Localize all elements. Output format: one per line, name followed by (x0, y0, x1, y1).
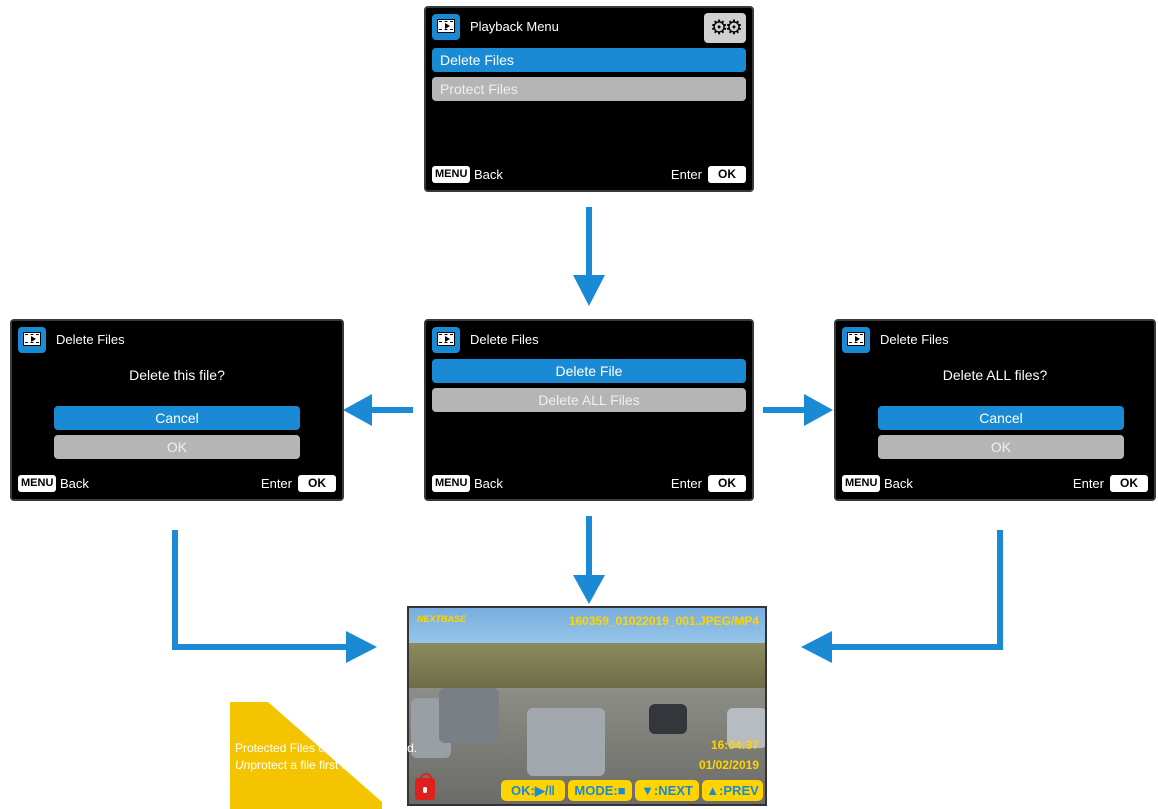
screen-title: Delete Files (56, 332, 125, 347)
car-left-2 (439, 688, 499, 743)
menu-item-delete-all-files[interactable]: Delete ALL Files (432, 388, 746, 412)
cancel-button[interactable]: Cancel (54, 406, 300, 430)
next-control[interactable]: ▼:NEXT (635, 780, 699, 801)
hillside (409, 643, 765, 688)
video-date: 01/02/2019 (698, 758, 759, 772)
arrowhead-into-video-right (801, 631, 832, 663)
ok-button[interactable]: OK (708, 166, 746, 183)
screen-footer: MENU Back Enter OK (842, 475, 1148, 493)
note-line-2: Unprotect a file first to delete it. (235, 757, 417, 774)
play-pause-control[interactable]: OK:▶/‖ (501, 780, 565, 801)
confirm-ok-button[interactable]: OK (54, 435, 300, 459)
arrow-right-to-video (830, 530, 1003, 650)
video-playback-screen: NEXTBASE 160359_01022019_001.JPEG/MP4 16… (407, 606, 767, 806)
playback-film-icon (18, 327, 46, 353)
screen-header: Delete Files (432, 327, 746, 357)
cancel-button[interactable]: Cancel (878, 406, 1124, 430)
menu-button[interactable]: MENU (432, 475, 471, 492)
playback-film-icon (432, 327, 460, 353)
lock-icon (415, 773, 435, 800)
confirm-question: Delete ALL files? (942, 367, 1048, 383)
enter-label: Enter (1072, 476, 1104, 491)
note-banner (230, 702, 382, 809)
arrowhead-left (343, 394, 372, 426)
screen-header: Delete Files (842, 327, 1148, 357)
menu-item-delete-files[interactable]: Delete Files (432, 48, 746, 72)
menu-button[interactable]: MENU (18, 475, 57, 492)
enter-label: Enter (260, 476, 292, 491)
arrowhead-into-video-left (346, 631, 377, 663)
nextbase-logo: NEXTBASE (417, 614, 467, 624)
car-right-1 (649, 704, 687, 734)
menu-button[interactable]: MENU (432, 166, 471, 183)
note-line-1: Protected Files cannot be deleted. (235, 741, 418, 755)
mode-stop-control[interactable]: MODE:■ (568, 780, 632, 801)
note-text: Protected Files cannot be deleted. Unpro… (235, 740, 417, 774)
playback-film-icon (432, 14, 460, 40)
ok-button[interactable]: OK (298, 475, 336, 492)
menu-item-delete-file[interactable]: Delete File (432, 359, 746, 383)
screen-footer: MENU Back Enter OK (432, 166, 746, 184)
arrow-left-to-video (172, 530, 348, 650)
screen-header: Playback Menu ⚙⚙ (432, 13, 746, 44)
screen-footer: MENU Back Enter OK (18, 475, 336, 493)
car-center (527, 708, 605, 776)
delete-files-screen: Delete Files Delete File Delete ALL File… (424, 319, 754, 501)
screen-title: Delete Files (880, 332, 949, 347)
video-time: 16:04:37 (710, 738, 759, 752)
back-label: Back (60, 476, 89, 491)
delete-all-confirm-screen: Delete Files Delete ALL files? Cancel OK… (834, 319, 1156, 501)
arrowhead-down-1 (573, 275, 605, 306)
prev-control[interactable]: ▲:PREV (702, 780, 763, 801)
back-label: Back (884, 476, 913, 491)
ok-button[interactable]: OK (1110, 475, 1148, 492)
note-line-2-prefix: Un (235, 758, 251, 772)
arrowhead-down-2 (573, 575, 605, 604)
back-label: Back (474, 476, 503, 491)
gears-icon[interactable]: ⚙⚙ (704, 13, 746, 43)
playback-film-icon (842, 327, 870, 353)
note-line-2-rest: protect a file first to delete it. (250, 758, 401, 772)
screen-footer: MENU Back Enter OK (432, 475, 746, 493)
menu-item-protect-files[interactable]: Protect Files (432, 77, 746, 101)
file-name: 160359_01022019_001.JPEG/MP4 (568, 614, 759, 628)
enter-label: Enter (670, 167, 702, 182)
back-label: Back (474, 167, 503, 182)
confirm-question: Delete this file? (129, 367, 225, 383)
enter-label: Enter (670, 476, 702, 491)
menu-button[interactable]: MENU (842, 475, 881, 492)
ok-button[interactable]: OK (708, 475, 746, 492)
confirm-ok-button[interactable]: OK (878, 435, 1124, 459)
playback-menu-screen: Playback Menu ⚙⚙ Delete Files Protect Fi… (424, 6, 754, 192)
delete-file-confirm-screen: Delete Files Delete this file? Cancel OK… (10, 319, 344, 501)
screen-title: Playback Menu (470, 19, 559, 34)
screen-header: Delete Files (18, 327, 336, 357)
car-right-2 (727, 708, 765, 748)
arrowhead-right (804, 394, 833, 426)
screen-title: Delete Files (470, 332, 539, 347)
